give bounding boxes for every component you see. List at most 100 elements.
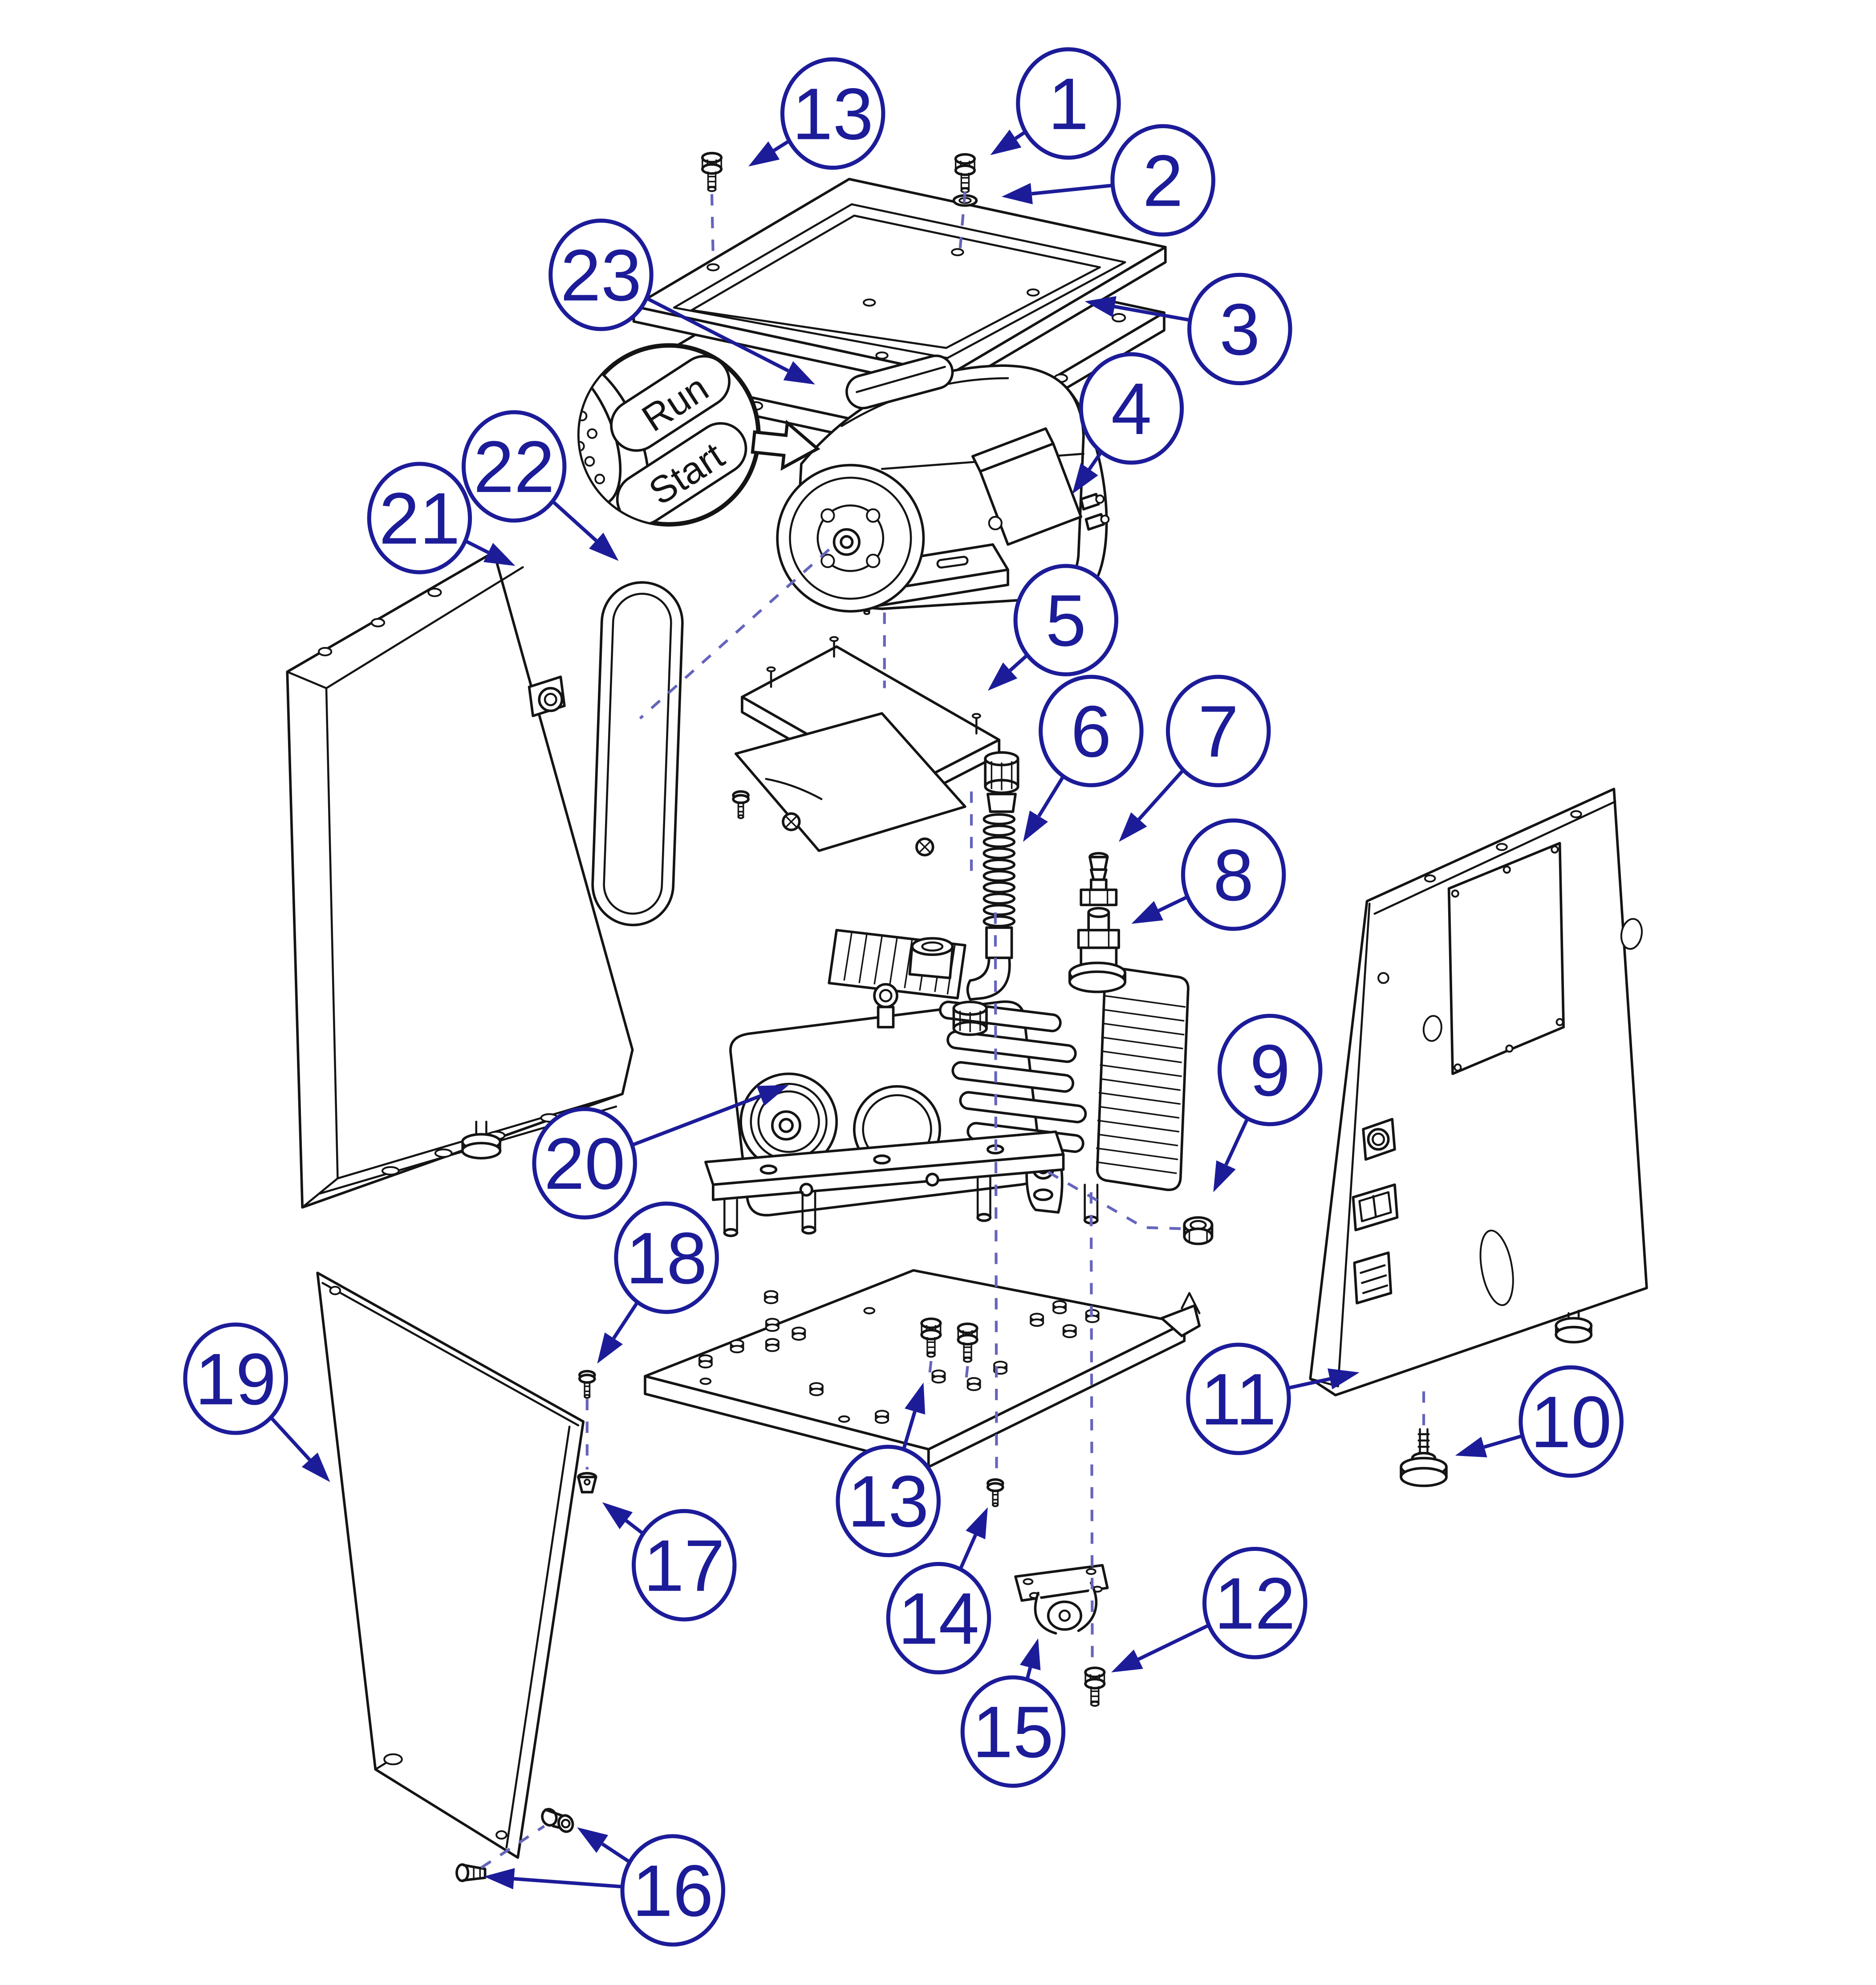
- callout-7: 7: [1119, 675, 1271, 842]
- part-caster: [1014, 1564, 1109, 1635]
- callout-13-balloon: [836, 1444, 941, 1558]
- callout-20-balloon: [532, 1107, 637, 1220]
- callout-22-balloon: [461, 410, 567, 523]
- callout-17-number: 17: [643, 1525, 725, 1607]
- callout-5: 5: [987, 564, 1118, 691]
- callout-13: 13: [836, 1382, 941, 1558]
- callout-9-arrowhead-icon: [1213, 1160, 1236, 1192]
- part-screw-1: [956, 155, 975, 192]
- callout-21-number: 21: [379, 477, 460, 559]
- part-nut: [1183, 1216, 1214, 1245]
- callout-1: 1: [990, 47, 1121, 160]
- callout-19: 19: [183, 1322, 330, 1482]
- inset-magnifier: Run Start: [577, 343, 820, 527]
- part-screw-12: [1085, 1668, 1104, 1706]
- callout-6-arrowhead-icon: [1023, 810, 1048, 842]
- callout-2-number: 2: [1143, 139, 1183, 221]
- callout-18-arrowhead-icon: [597, 1332, 623, 1364]
- callout-12: 12: [1111, 1546, 1308, 1672]
- callout-10: 10: [1455, 1365, 1624, 1478]
- callout-6-number: 6: [1071, 690, 1111, 772]
- callout-17-arrowhead-icon: [602, 1502, 633, 1529]
- callout-13-leader: [901, 1411, 917, 1450]
- callout-18-number: 18: [626, 1217, 707, 1299]
- callout-4-leader: [1088, 451, 1103, 471]
- callout-1-number: 1: [1048, 63, 1088, 145]
- callout-21-leader: [464, 539, 489, 554]
- callout-1-balloon: [1016, 47, 1121, 160]
- callout-11-balloon: [1186, 1342, 1291, 1455]
- callout-23-leader: [646, 297, 789, 373]
- callout-10-balloon: [1519, 1365, 1624, 1478]
- callout-14-leader: [958, 1534, 977, 1570]
- callout-22-number: 22: [473, 426, 555, 508]
- callout-13-balloon: [780, 57, 885, 170]
- callout-9: 9: [1213, 1013, 1323, 1192]
- callout-15-arrowhead-icon: [1019, 1638, 1041, 1671]
- callout-11-leader: [1287, 1377, 1331, 1390]
- callout-11: 11: [1186, 1342, 1360, 1455]
- part-screw-18: [580, 1371, 595, 1398]
- callout-8-balloon: [1181, 818, 1286, 931]
- callout-6-balloon: [1039, 675, 1144, 787]
- callout-5-leader: [1009, 654, 1029, 672]
- callout-13-arrowhead-icon: [905, 1382, 926, 1415]
- callout-14-balloon: [886, 1562, 991, 1675]
- callout-8-leader: [1157, 895, 1189, 912]
- callout-17-balloon: [632, 1509, 737, 1622]
- callout-2-leader: [1031, 183, 1113, 195]
- callout-22-leader: [551, 500, 597, 542]
- part-front-left-panel: [316, 1271, 585, 1859]
- callout-23: 23: [548, 219, 816, 385]
- callout-15: 15: [960, 1638, 1066, 1788]
- part-intake-valve: [1068, 907, 1127, 993]
- part-right-panel: [1309, 788, 1648, 1397]
- callout-4-arrowhead-icon: [1072, 463, 1098, 494]
- callout-19-arrowhead-icon: [301, 1452, 330, 1482]
- callout-5-arrowhead-icon: [987, 662, 1018, 691]
- callout-5-number: 5: [1046, 579, 1086, 661]
- callout-13-arrowhead-icon: [748, 141, 780, 167]
- callout-9-balloon: [1217, 1013, 1323, 1127]
- callout-10-number: 10: [1531, 1381, 1612, 1463]
- callout-14: 14: [886, 1507, 991, 1675]
- callout-5-balloon: [1013, 564, 1118, 676]
- callout-23-arrowhead-icon: [783, 361, 816, 385]
- callout-23-number: 23: [560, 234, 642, 316]
- callout-10-arrowhead-icon: [1455, 1436, 1487, 1458]
- callout-3: 3: [1084, 273, 1292, 386]
- callout-12-arrowhead-icon: [1111, 1649, 1143, 1672]
- callout-20-number: 20: [544, 1123, 625, 1204]
- callout-15-leader: [1025, 1667, 1032, 1680]
- callout-16-balloon: [620, 1834, 725, 1947]
- part-leveling-foot-10: [1400, 1428, 1448, 1487]
- part-base-plate: [644, 1269, 1201, 1468]
- callout-22: 22: [461, 410, 619, 561]
- part-screw-16: [455, 1863, 487, 1883]
- part-motor-mount-bracket: [733, 636, 1001, 857]
- callout-13-number: 13: [792, 73, 873, 155]
- callout-13-number: 13: [848, 1460, 929, 1542]
- part-grommet-17: [577, 1472, 597, 1493]
- callout-4-number: 4: [1111, 368, 1152, 450]
- callout-14-number: 14: [898, 1578, 979, 1660]
- callout-3-number: 3: [1219, 288, 1260, 370]
- callout-15-number: 15: [972, 1691, 1054, 1773]
- part-pump: [704, 929, 1190, 1237]
- callout-20-arrowhead-icon: [756, 1085, 789, 1106]
- callout-1-arrowhead-icon: [990, 129, 1022, 155]
- callout-7-balloon: [1165, 675, 1271, 787]
- callout-8: 8: [1131, 818, 1286, 931]
- callout-4: 4: [1072, 352, 1184, 494]
- callout-21: 21: [367, 462, 516, 574]
- callout-10-leader: [1483, 1434, 1523, 1449]
- callout-3-balloon: [1187, 273, 1292, 386]
- callout-22-arrowhead-icon: [589, 533, 619, 561]
- callout-2: 2: [1001, 124, 1215, 237]
- callout-12-number: 12: [1214, 1562, 1295, 1644]
- callout-16-number: 16: [632, 1850, 714, 1932]
- part-clip-nut-16: [541, 1808, 574, 1833]
- callout-16: 16: [483, 1827, 725, 1947]
